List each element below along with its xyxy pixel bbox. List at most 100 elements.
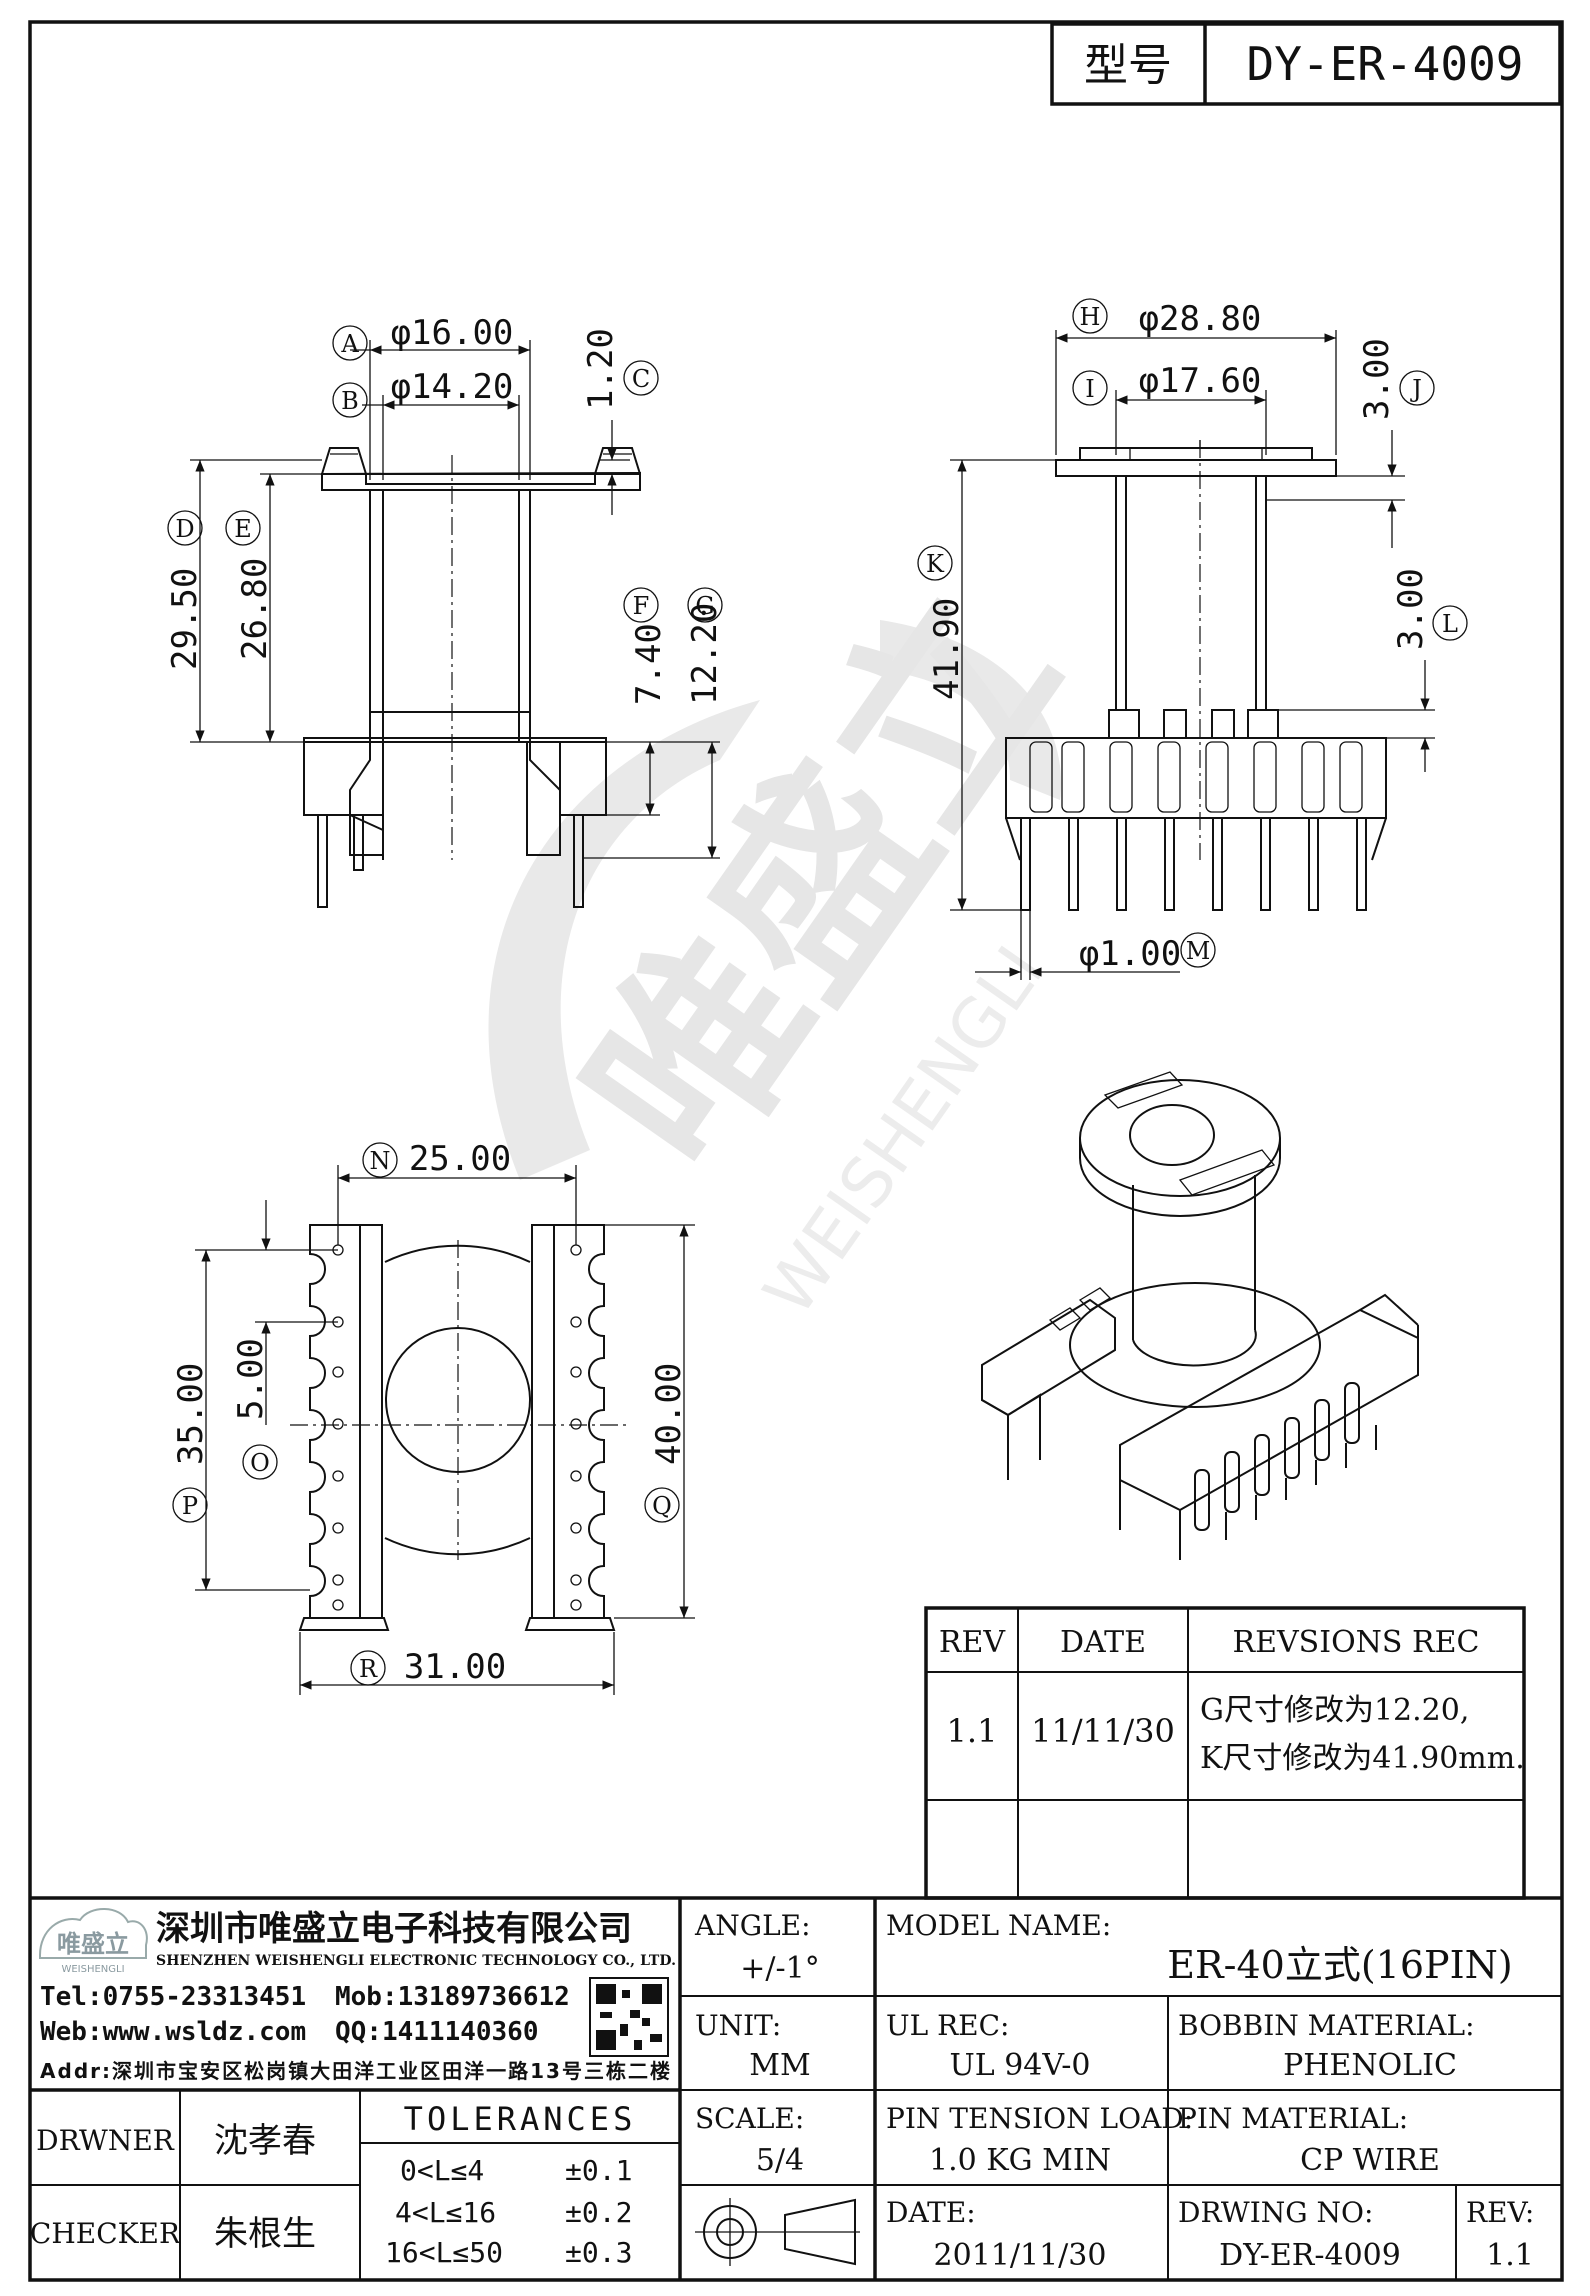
dim-H-tag: H xyxy=(1080,303,1101,331)
rev-header-rev: REV xyxy=(939,1625,1006,1660)
rev-row-rec-line1: G尺寸修改为12.20, xyxy=(1200,1693,1469,1728)
revision-table: REV DATE REVSIONS REC 1.1 11/11/30 G尺寸修改… xyxy=(924,1606,1526,1900)
dim-G-tag: G xyxy=(695,592,714,620)
company-web: Web:www.wsldz.com xyxy=(40,2017,306,2047)
checker-label: CHECKER xyxy=(30,2217,181,2250)
dim-Q-tag: Q xyxy=(652,1492,672,1520)
tolerances-label: TOLERANCES xyxy=(404,2100,637,2138)
dim-C-value: 1.20 xyxy=(581,328,621,410)
angle-label: ANGLE: xyxy=(694,1909,811,1942)
watermark: 唯盛立 WEISHENGLI xyxy=(488,552,1102,1330)
rev-row-rec-line2: K尺寸修改为41.90mm. xyxy=(1200,1741,1525,1776)
model-name-value: ER-40立式(16PIN) xyxy=(1167,1943,1512,1987)
dim-B-tag: B xyxy=(341,387,359,415)
unit-label: UNIT: xyxy=(695,2009,781,2042)
rev-row-date: 11/11/30 xyxy=(1031,1712,1175,1750)
dim-L-value: 3.00 xyxy=(1391,568,1431,650)
side-view: H φ28.80 I φ17.60 3.00 J 41.90 K 3.00 L xyxy=(917,298,1468,980)
dim-L-tag: L xyxy=(1442,610,1458,638)
tol-range-1: 0<L≤4 xyxy=(400,2154,484,2187)
scale-value: 5/4 xyxy=(756,2143,804,2178)
title-block: 唯盛立 WEISHENGLI 深圳市唯盛立电子科技有限公司 SHENZHEN W… xyxy=(30,1896,1562,2280)
pin-material-label: PIN MATERIAL: xyxy=(1178,2102,1408,2135)
dim-R-value: 31.00 xyxy=(404,1647,506,1687)
dim-I-tag: I xyxy=(1085,375,1094,403)
company-name-en: SHENZHEN WEISHENGLI ELECTRONIC TECHNOLOG… xyxy=(156,1953,676,1969)
dim-M-tag: M xyxy=(1186,937,1211,965)
drwner-value: 沈孝春 xyxy=(214,2121,316,2161)
model-label: 型号 xyxy=(1084,40,1172,91)
qr-code-icon xyxy=(589,1977,669,2057)
company-qq: QQ:1411140360 xyxy=(335,2017,539,2047)
dim-O-tag: O xyxy=(250,1449,270,1477)
tol-range-2: 4<L≤16 xyxy=(395,2196,496,2229)
dim-B-value: φ14.20 xyxy=(391,367,514,407)
model-no: DY-ER-4009 xyxy=(1247,37,1524,91)
dim-K-value: 41.90 xyxy=(927,598,967,700)
drwing-no-label: DRWING NO: xyxy=(1178,2196,1373,2229)
company-logo-cn: 唯盛立 xyxy=(57,1930,129,1958)
bottom-pin-holes xyxy=(332,1244,582,1611)
bobbin-material-label: BOBBIN MATERIAL: xyxy=(1178,2009,1475,2042)
sheet-border xyxy=(28,20,1564,2282)
ul-rec-value: UL 94V-0 xyxy=(949,2048,1090,2083)
company-logo-en: WEISHENGLI xyxy=(61,1964,124,1975)
pin-material-value: CP WIRE xyxy=(1300,2143,1440,2178)
rev-header-date: DATE xyxy=(1060,1625,1146,1660)
dim-K-tag: K xyxy=(926,550,945,578)
dim-G-value: 12.20 xyxy=(685,603,725,705)
company-mob: Mob:13189736612 xyxy=(335,1982,570,2012)
dim-J-tag: J xyxy=(1409,375,1422,403)
dim-P-tag: P xyxy=(182,1492,198,1520)
dim-N-value: 25.00 xyxy=(409,1139,511,1179)
company-info: 唯盛立 WEISHENGLI 深圳市唯盛立电子科技有限公司 SHENZHEN W… xyxy=(39,1908,676,2083)
rev-value: 1.1 xyxy=(1486,2238,1534,2273)
date-value: 2011/11/30 xyxy=(934,2238,1107,2273)
bottom-view: N 25.00 5.00 O 35.00 P 40.00 Q R 31.00 xyxy=(171,1139,695,1695)
angle-value: +/-1° xyxy=(740,1951,819,1986)
dim-D-value: 29.50 xyxy=(165,568,205,670)
dim-A-tag: A xyxy=(340,330,359,358)
date-label: DATE: xyxy=(886,2196,976,2229)
checker-value: 朱根生 xyxy=(214,2214,316,2254)
pin-tension-label: PIN TENSION LOAD: xyxy=(886,2102,1193,2135)
dim-P-value: 35.00 xyxy=(171,1363,211,1465)
side-pin-slots xyxy=(1029,741,1363,813)
company-addr: Addr:深圳市宝安区松岗镇大田洋工业区田洋一路13号三栋二楼 xyxy=(40,2059,670,2083)
company-name-cn: 深圳市唯盛立电子科技有限公司 xyxy=(156,1909,632,1949)
side-pins xyxy=(1020,817,1367,911)
tol-range-3: 16<L≤50 xyxy=(385,2236,503,2269)
dim-M-value: φ1.00 xyxy=(1079,934,1181,974)
dim-D-tag: D xyxy=(175,515,194,543)
rev-row-rev: 1.1 xyxy=(947,1712,998,1750)
iso-pins xyxy=(1194,1382,1377,1540)
dim-Q-value: 40.00 xyxy=(649,1363,689,1465)
dim-J-value: 3.00 xyxy=(1357,338,1397,420)
bobbin-material-value: PHENOLIC xyxy=(1283,2048,1457,2083)
tol-val-3: ±0.3 xyxy=(565,2236,632,2269)
scale-label: SCALE: xyxy=(695,2102,804,2135)
dim-A-value: φ16.00 xyxy=(391,313,514,353)
dim-F-value: 7.40 xyxy=(629,623,669,705)
tol-val-1: ±0.1 xyxy=(565,2154,632,2187)
rev-label: REV: xyxy=(1466,2196,1534,2229)
dim-N-tag: N xyxy=(370,1147,391,1175)
company-tel: Tel:0755-23313451 xyxy=(40,1982,306,2012)
isometric-view xyxy=(981,1071,1419,1560)
projection-symbol-icon xyxy=(695,2198,860,2266)
drwing-no-value: DY-ER-4009 xyxy=(1219,2238,1401,2273)
dim-C-tag: C xyxy=(632,365,650,393)
model-name-label: MODEL NAME: xyxy=(886,1909,1111,1942)
rev-header-rec: REVSIONS REC xyxy=(1233,1625,1480,1660)
dim-E-value: 26.80 xyxy=(235,558,275,660)
dim-I-value: φ17.60 xyxy=(1139,361,1262,401)
tol-val-2: ±0.2 xyxy=(565,2196,632,2229)
dim-O-value: 5.00 xyxy=(231,1338,271,1420)
pin-tension-value: 1.0 KG MIN xyxy=(929,2143,1111,2178)
drwner-label: DRWNER xyxy=(36,2124,175,2157)
model-no-box: 型号 DY-ER-4009 xyxy=(1050,22,1562,106)
front-view: A φ16.00 B φ14.20 1.20 C 29.50 26.80 D E… xyxy=(165,313,725,908)
dim-H-value: φ28.80 xyxy=(1139,299,1262,339)
dim-E-tag: E xyxy=(234,515,252,543)
